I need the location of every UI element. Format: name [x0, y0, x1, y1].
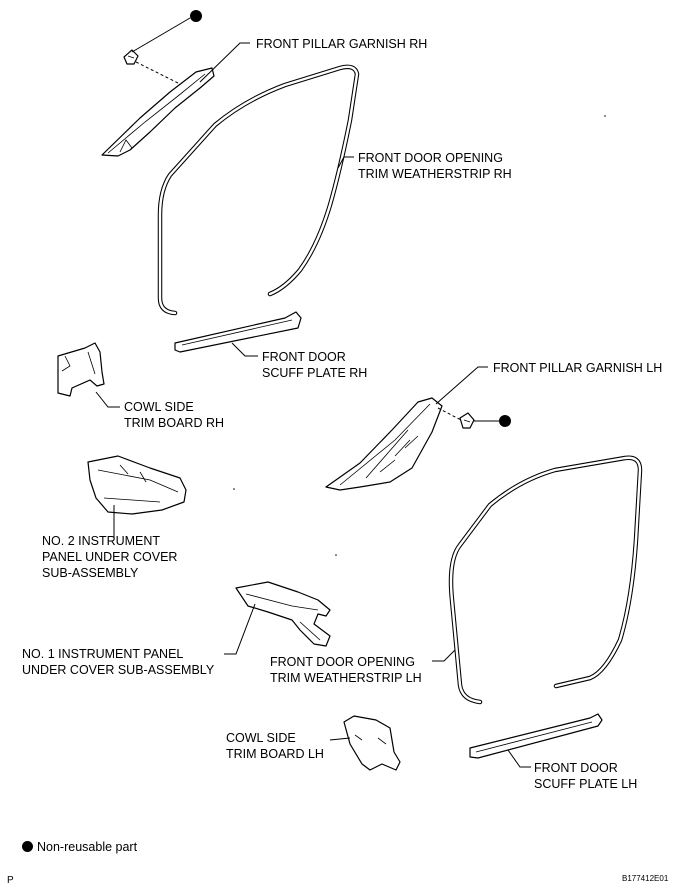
leader-weatherstrip-rh — [337, 156, 354, 169]
label-no2-under-cover: NO. 2 INSTRUMENT PANEL UNDER COVER SUB-A… — [42, 533, 177, 581]
front-door-scuff-plate-lh — [469, 713, 603, 759]
speck — [233, 488, 235, 490]
leader-front-pillar-garnish-rh — [199, 42, 250, 83]
label-line: TRIM BOARD RH — [124, 416, 224, 430]
label-line: FRONT DOOR — [262, 350, 346, 364]
leader-cowl-side-lh — [329, 737, 351, 741]
clip-rh-guide — [135, 61, 181, 85]
label-no1-under-cover: NO. 1 INSTRUMENT PANEL UNDER COVER SUB-A… — [22, 646, 214, 678]
label-front-pillar-garnish-lh: FRONT PILLAR GARNISH LH — [493, 361, 663, 375]
clip-lh-guide — [437, 407, 462, 421]
speck — [604, 115, 606, 117]
leader-cowl-side-rh — [95, 391, 120, 408]
nonreusable-marker-lh — [474, 415, 511, 427]
label-line: FRONT DOOR OPENING — [270, 655, 415, 669]
leader-weatherstrip-lh — [432, 649, 456, 662]
front-door-opening-trim-weatherstrip-rh — [157, 64, 360, 316]
label-line: SCUFF PLATE RH — [262, 366, 368, 380]
label-cowl-side-lh: COWL SIDE TRIM BOARD LH — [226, 730, 324, 762]
label-cowl-side-rh: COWL SIDE TRIM BOARD RH — [124, 399, 224, 431]
label-front-pillar-garnish-rh: FRONT PILLAR GARNISH RH — [256, 37, 428, 51]
cowl-side-trim-board-lh — [343, 715, 401, 771]
leader-scuff-plate-rh — [231, 342, 258, 357]
legend-text: Non-reusable part — [37, 840, 138, 854]
nonreusable-marker-rh — [131, 10, 202, 53]
front-door-scuff-plate-rh — [174, 311, 302, 353]
speck — [335, 554, 337, 556]
label-line: SUB-ASSEMBLY — [42, 566, 139, 580]
label-line: FRONT DOOR — [534, 761, 618, 775]
front-pillar-garnish-rh — [101, 67, 215, 157]
label-line: PANEL UNDER COVER — [42, 550, 178, 564]
footer-left-mark: P — [7, 875, 14, 886]
label-line: COWL SIDE — [226, 731, 296, 745]
clip-lh — [459, 412, 475, 429]
no1-instrument-panel-under-cover — [235, 581, 331, 647]
label-line: SCUFF PLATE LH — [534, 777, 638, 791]
label-line: FRONT DOOR OPENING — [358, 151, 503, 165]
no2-instrument-panel-under-cover — [87, 455, 187, 515]
cowl-side-trim-board-rh — [57, 342, 105, 397]
label-line: NO. 2 INSTRUMENT — [42, 534, 161, 548]
leader-scuff-plate-lh — [507, 749, 531, 768]
label-weatherstrip-rh: FRONT DOOR OPENING TRIM WEATHERSTRIP RH — [358, 150, 512, 182]
front-door-opening-trim-weatherstrip-lh — [448, 455, 643, 705]
leader-no1-under-cover — [224, 603, 256, 655]
figure-code: B177412E01 — [622, 874, 669, 883]
legend-nonreusable-icon — [22, 841, 33, 852]
label-line: UNDER COVER SUB-ASSEMBLY — [22, 663, 215, 677]
leader-front-pillar-garnish-lh — [435, 366, 488, 405]
clip-rh-upper — [123, 49, 139, 65]
label-scuff-plate-lh: FRONT DOOR SCUFF PLATE LH — [534, 760, 637, 792]
label-line: TRIM WEATHERSTRIP RH — [358, 167, 512, 181]
label-scuff-plate-rh: FRONT DOOR SCUFF PLATE RH — [262, 349, 367, 381]
label-line: TRIM WEATHERSTRIP LH — [270, 671, 422, 685]
label-line: TRIM BOARD LH — [226, 747, 324, 761]
front-pillar-garnish-lh — [325, 397, 443, 491]
label-weatherstrip-lh: FRONT DOOR OPENING TRIM WEATHERSTRIP LH — [270, 654, 422, 686]
label-line: COWL SIDE — [124, 400, 194, 414]
label-line: NO. 1 INSTRUMENT PANEL — [22, 647, 184, 661]
